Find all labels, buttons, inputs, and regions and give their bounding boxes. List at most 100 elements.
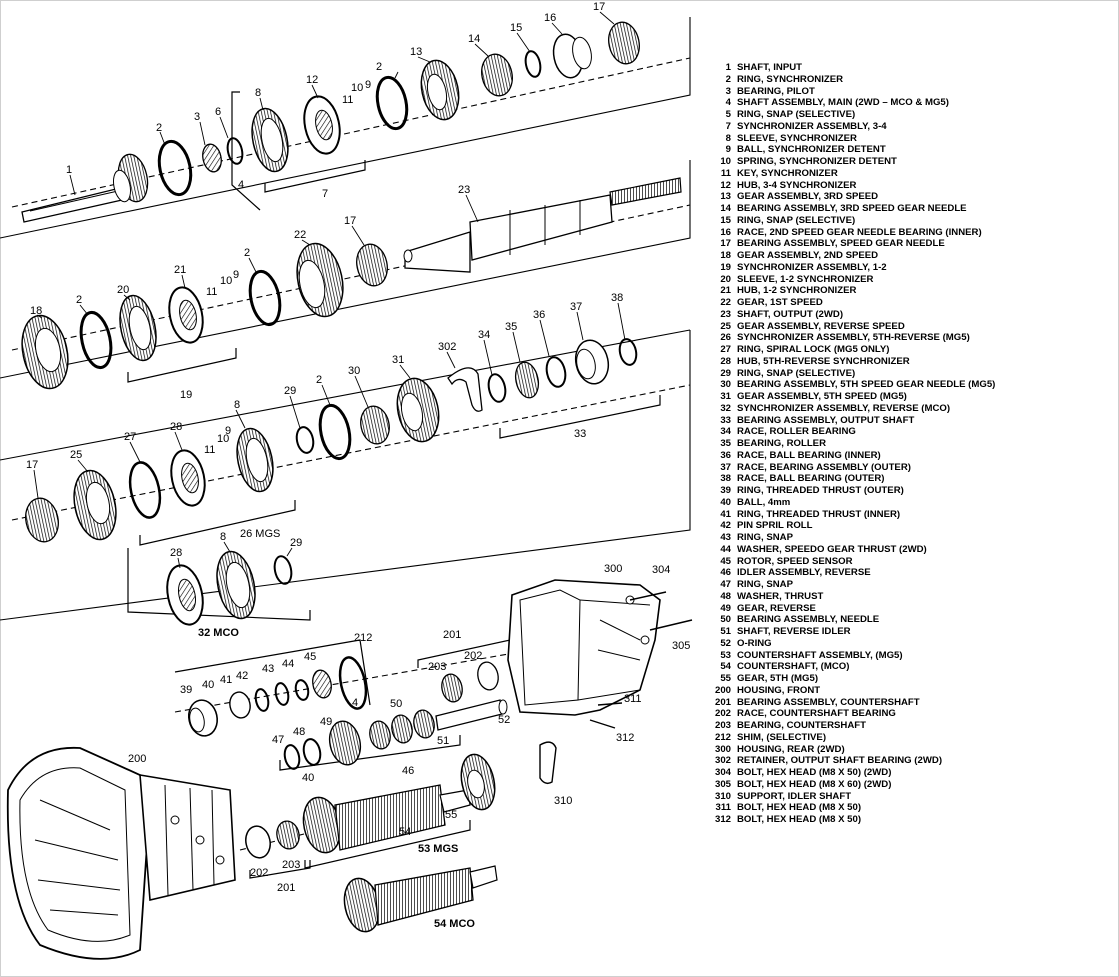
legend-item-text: HUB, 5TH-REVERSE SYNCHRONIZER xyxy=(737,355,910,367)
legend-item-number: 44 xyxy=(720,543,731,555)
callout: 55 xyxy=(445,809,457,821)
legend-item-text: HUB, 1-2 SYNCHRONIZER xyxy=(737,285,857,297)
callout: 16 xyxy=(544,12,556,24)
legend-item-number: 305 xyxy=(714,778,731,790)
callout: 37 xyxy=(570,301,582,313)
callout: 45 xyxy=(304,651,316,663)
legend-item-number: 52 xyxy=(720,637,731,649)
legend-item-text: RING, SNAP xyxy=(737,579,793,590)
legend-item-number: 35 xyxy=(720,438,731,449)
legend-item-text: SYNCHRONIZER ASSEMBLY, 5TH-REVERSE (MG5) xyxy=(737,332,970,344)
callout: 311 xyxy=(624,693,642,705)
callout: 2 xyxy=(316,374,322,386)
callout: 10 xyxy=(351,82,363,94)
synchronizer-ring-2c xyxy=(79,310,113,370)
legend-item-text: RING, SNAP (SELECTIVE) xyxy=(737,109,856,120)
legend-item-number: 50 xyxy=(720,614,731,626)
callout: 9 xyxy=(365,79,371,91)
callout: 40 xyxy=(202,679,214,691)
legend-item-number: 18 xyxy=(720,250,731,261)
shim-212 xyxy=(338,656,368,710)
countershaft-53-mgs xyxy=(302,784,471,854)
needle-bearing-14 xyxy=(481,53,513,97)
race-16 xyxy=(552,33,592,79)
speedo-parts-39-45 xyxy=(188,669,332,737)
legend-item-text: RING, SPIRAL LOCK (MG5 ONLY) xyxy=(737,344,890,355)
legend-item-number: 311 xyxy=(715,802,731,814)
bolts-304-305 xyxy=(629,591,693,631)
legend-item-text: HUB, 3-4 SYNCHRONIZER xyxy=(737,179,857,191)
legend-item-number: 3 xyxy=(725,85,731,97)
legend-item-number: 12 xyxy=(720,179,731,191)
callout: 6 xyxy=(215,106,221,118)
callout: 4 xyxy=(352,697,358,709)
callout: 34 xyxy=(478,329,490,341)
legend-item: 12 HUB, 3-4 SYNCHRONIZER xyxy=(705,180,1115,192)
callout: 302 xyxy=(438,341,456,353)
legend-item-number: 15 xyxy=(720,214,731,226)
gear-13 xyxy=(420,59,460,121)
legend-item-text: SHAFT, OUTPUT (2WD) xyxy=(737,308,844,320)
callout: 2 xyxy=(76,294,82,306)
legend-item-number: 5 xyxy=(725,109,731,120)
callout: 42 xyxy=(236,670,248,682)
legend-item-number: 37 xyxy=(720,461,731,473)
legend-item-text: O-RING xyxy=(737,637,772,649)
legend-item-number: 25 xyxy=(720,320,731,332)
callout: 40 xyxy=(302,772,314,784)
legend-item-text: GEAR, REVERSE xyxy=(737,602,816,614)
sleeve-20 xyxy=(119,294,157,362)
legend-item-text: SLEEVE, 1-2 SYNCHRONIZER xyxy=(737,273,874,285)
legend-item-text: HOUSING, REAR (2WD) xyxy=(737,743,845,755)
callout: 10 xyxy=(217,433,229,445)
legend-item-number: 4 xyxy=(725,97,731,109)
sleeve-8a xyxy=(251,107,289,173)
legend-item-number: 21 xyxy=(720,285,731,297)
countershaft-54-mco xyxy=(343,865,498,933)
callout: 202 xyxy=(250,867,268,879)
legend-item-number: 13 xyxy=(720,191,731,203)
callout: 54 MCO xyxy=(434,918,475,930)
legend-item-number: 2 xyxy=(725,73,731,85)
front-housing-200 xyxy=(6,746,236,960)
legend-item-text: SHIM, (SELECTIVE) xyxy=(737,731,827,743)
race-36 xyxy=(545,356,567,388)
needle-bearing-17b xyxy=(356,243,388,287)
legend-item-text: SPRING, SYNCHRONIZER DETENT xyxy=(737,156,897,167)
legend-item-text: GEAR ASSEMBLY, 2ND SPEED xyxy=(737,250,879,261)
callout: 35 xyxy=(505,321,517,333)
callout: 13 xyxy=(410,46,422,58)
legend-item-number: 53 xyxy=(720,649,731,661)
